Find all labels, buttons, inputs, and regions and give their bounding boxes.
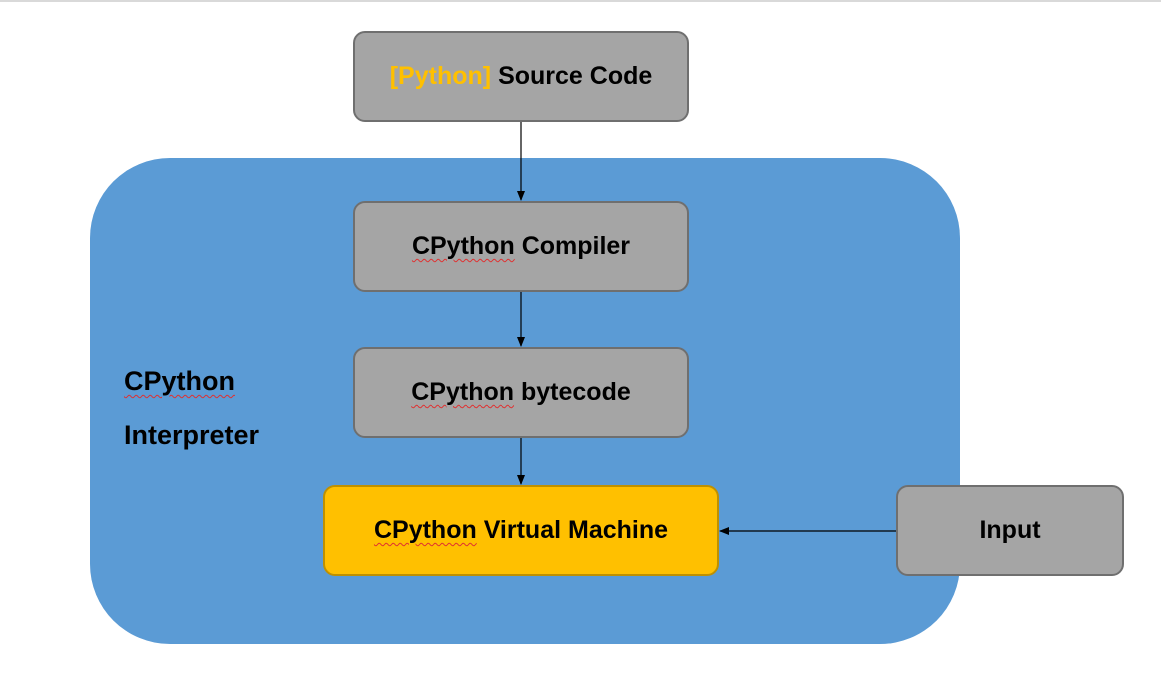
compiler-cpython-word: CPython (411, 232, 515, 260)
interpreter-label-line1: CPython (124, 366, 235, 396)
virtual-machine-box: CPython Virtual Machine (323, 485, 719, 576)
top-border-line (0, 0, 1161, 2)
python-tag: [Python] (389, 62, 492, 90)
interpreter-label-line2: Interpreter (124, 420, 260, 450)
compiler-label: Compiler (521, 232, 631, 260)
source-code-label: Source Code (498, 62, 653, 90)
bytecode-cpython-word: CPython (411, 378, 515, 406)
bytecode-label: bytecode (520, 378, 631, 406)
bytecode-box: CPython bytecode (353, 347, 689, 438)
vm-cpython-word: CPython (373, 516, 477, 544)
source-code-box: [Python] Source Code (353, 31, 689, 122)
input-label: Input (979, 516, 1041, 544)
input-box: Input (896, 485, 1124, 576)
vm-label: Virtual Machine (483, 516, 669, 544)
compiler-box: CPython Compiler (353, 201, 689, 292)
